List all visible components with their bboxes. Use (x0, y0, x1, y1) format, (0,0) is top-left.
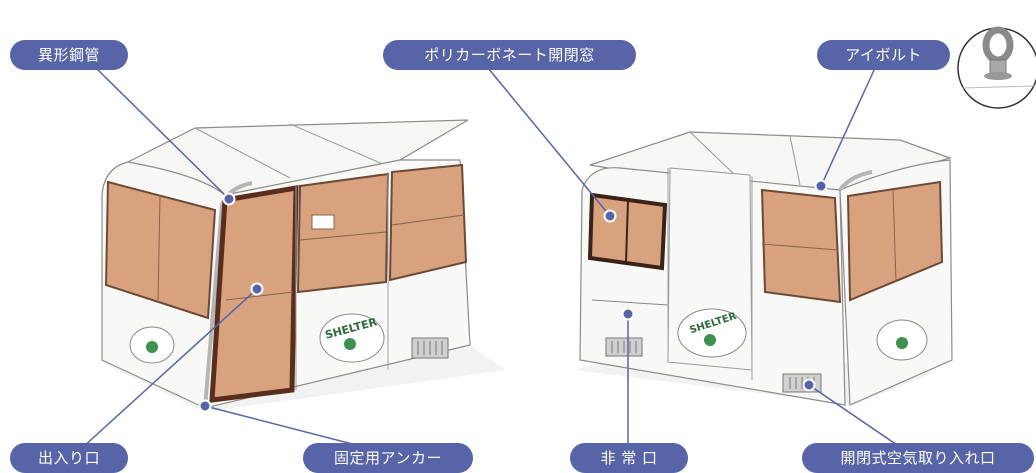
left-shelter: SHELTER (100, 119, 505, 412)
label-emergency-exit: 非 常 口 (570, 443, 688, 473)
label-polycarbonate-window: ポリカーボネート開閉窓 (383, 40, 636, 70)
label-fixed-anchor: 固定用アンカー (303, 443, 473, 473)
right-end-logo (876, 319, 928, 361)
right-shelter: SHELTER (575, 131, 953, 406)
left-end-window (104, 180, 217, 320)
left-end-logo (129, 326, 175, 364)
left-shelter-logo: SHELTER (319, 313, 385, 363)
label-eye-bolt: アイボルト (817, 40, 950, 70)
right-side-window-1 (760, 188, 842, 304)
left-side-window-1 (296, 172, 390, 294)
label-entrance: 出入り口 (10, 443, 128, 473)
left-side-window-2 (388, 163, 468, 282)
eye-bolt-inset (957, 26, 1036, 109)
label-irregular-steel-pipe: 異形鋼管 (10, 40, 128, 70)
right-shelter-logo: SHELTER (677, 308, 747, 358)
label-air-intake: 開閉式空気取り入れ口 (802, 443, 1034, 473)
leader-lines (82, 67, 901, 448)
